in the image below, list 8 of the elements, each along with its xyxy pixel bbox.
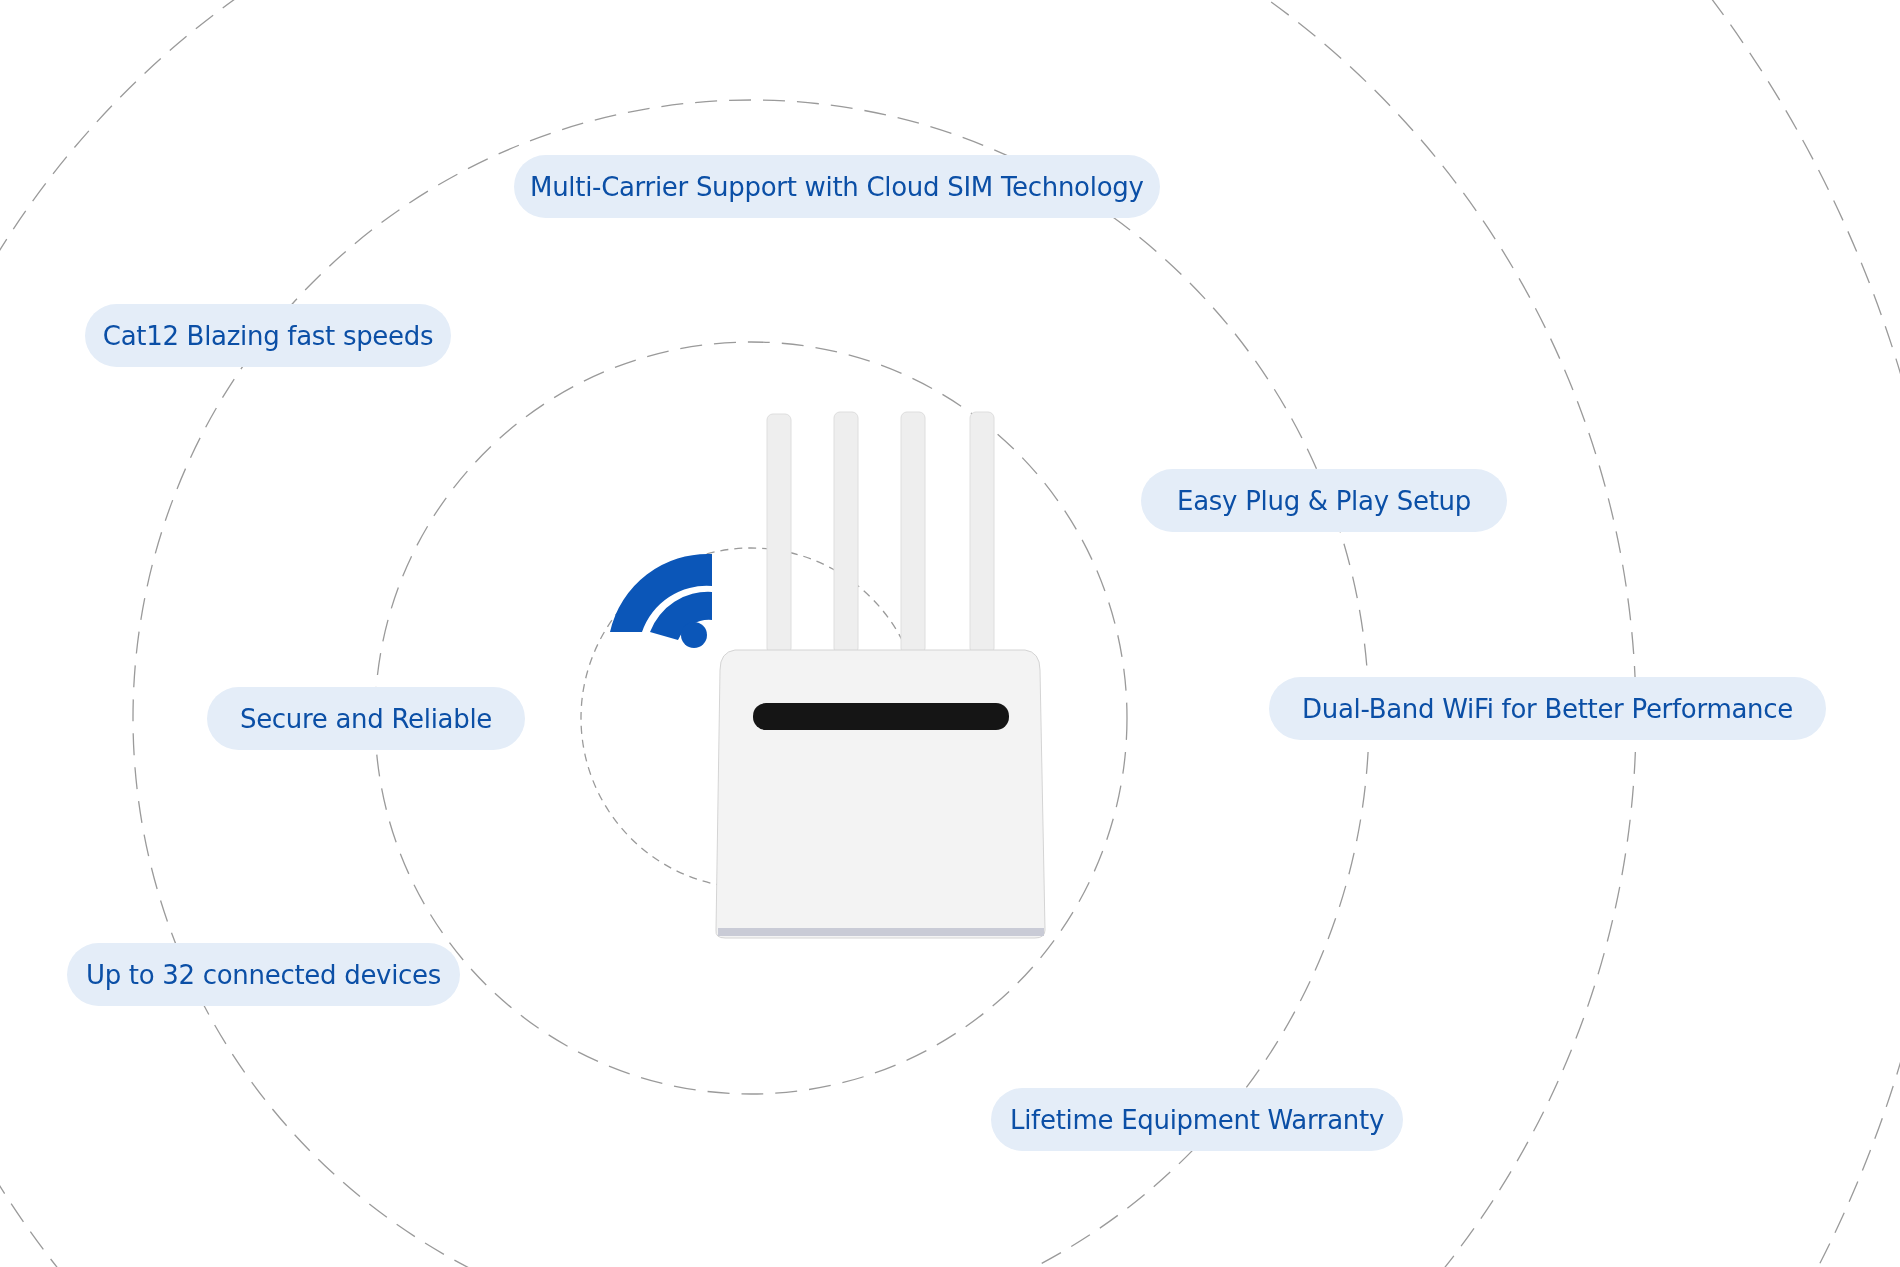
- feature-text: Secure and Reliable: [239, 703, 493, 734]
- feature-text: Multi-Carrier Support with Cloud SIM Technology: [530, 171, 1144, 202]
- feature-text: Easy Plug & Play Setup: [1177, 485, 1471, 516]
- feature-text: Cat12 Blazing fast speeds: [102, 320, 434, 351]
- feature-pill: [67, 943, 460, 1006]
- feature-text: Dual-Band WiFi for Better Performance: [1302, 693, 1793, 724]
- feature-text: Up to 32 connected devices: [85, 959, 442, 990]
- feature-text: Lifetime Equipment Warranty: [1009, 1104, 1385, 1135]
